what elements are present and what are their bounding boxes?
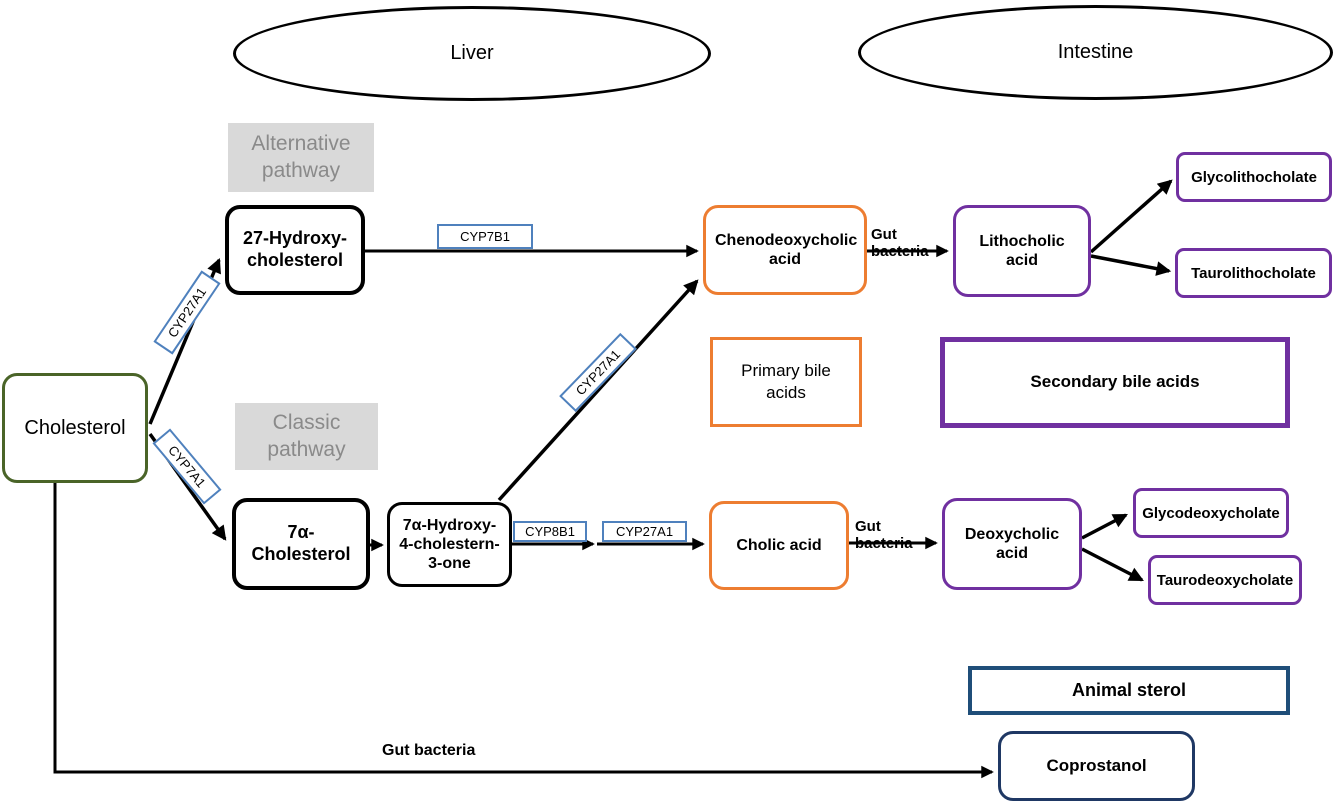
legend-primary-bile-acids: Primary bile acids bbox=[710, 337, 862, 427]
arrow-deoxycholic-to-taurodeoxycholate bbox=[1081, 547, 1144, 582]
node-taurolithocholate: Taurolithocholate bbox=[1175, 248, 1332, 298]
node-glycodeoxycholate: Glycodeoxycholate bbox=[1133, 488, 1289, 538]
gut-bacteria-label-bottom: Gut bacteria bbox=[382, 742, 476, 759]
node-cholic-acid: Cholic acid bbox=[709, 501, 849, 590]
gut-bacteria-label-middle: Gut bacteria bbox=[855, 518, 913, 552]
node-lithocholic-acid: Lithocholic acid bbox=[953, 205, 1091, 297]
liver-region: Liver bbox=[233, 6, 711, 101]
gut-bacteria-label-top: Gut bacteria bbox=[871, 226, 929, 260]
node-taurodeoxycholate: Taurodeoxycholate bbox=[1148, 555, 1302, 605]
legend-animal-sterol: Animal sterol bbox=[968, 666, 1290, 715]
node-7a-cholesterol: 7α-Cholesterol bbox=[232, 498, 370, 590]
node-glycolithocholate: Glycolithocholate bbox=[1176, 152, 1332, 202]
legend-secondary-bile-acids: Secondary bile acids bbox=[940, 337, 1290, 428]
arrow-lithocholic-to-glycolithocholate bbox=[1089, 179, 1173, 254]
node-coprostanol: Coprostanol bbox=[998, 731, 1195, 801]
enzyme-cyp27a1-classic: CYP27A1 bbox=[602, 521, 687, 542]
enzyme-cyp7b1: CYP7B1 bbox=[437, 224, 533, 249]
arrow-cholesterol-to-coprostanol bbox=[53, 483, 994, 779]
arrow-7ahydroxy-to-chenodeoxycholic bbox=[497, 279, 699, 502]
liver-label: Liver bbox=[450, 42, 494, 64]
node-chenodeoxycholic-acid: Chenodeoxycholic acid bbox=[703, 205, 867, 295]
classic-pathway-label: Classic pathway bbox=[235, 403, 378, 470]
node-27-hydroxy-cholesterol: 27-Hydroxy-cholesterol bbox=[225, 205, 365, 295]
node-deoxycholic-acid: Deoxycholic acid bbox=[942, 498, 1082, 590]
node-7a-hydroxy-4-cholestern-3-one: 7α-Hydroxy-4-cholestern-3-one bbox=[387, 502, 512, 587]
arrow-deoxycholic-to-glycodeoxycholate bbox=[1081, 513, 1128, 540]
intestine-region: Intestine bbox=[858, 5, 1333, 100]
arrow-lithocholic-to-taurolithocholate bbox=[1090, 254, 1172, 276]
node-cholesterol: Cholesterol bbox=[2, 373, 148, 483]
alternative-pathway-label: Alternative pathway bbox=[228, 123, 374, 192]
intestine-label: Intestine bbox=[1057, 41, 1134, 63]
enzyme-cyp8b1: CYP8B1 bbox=[513, 521, 587, 542]
